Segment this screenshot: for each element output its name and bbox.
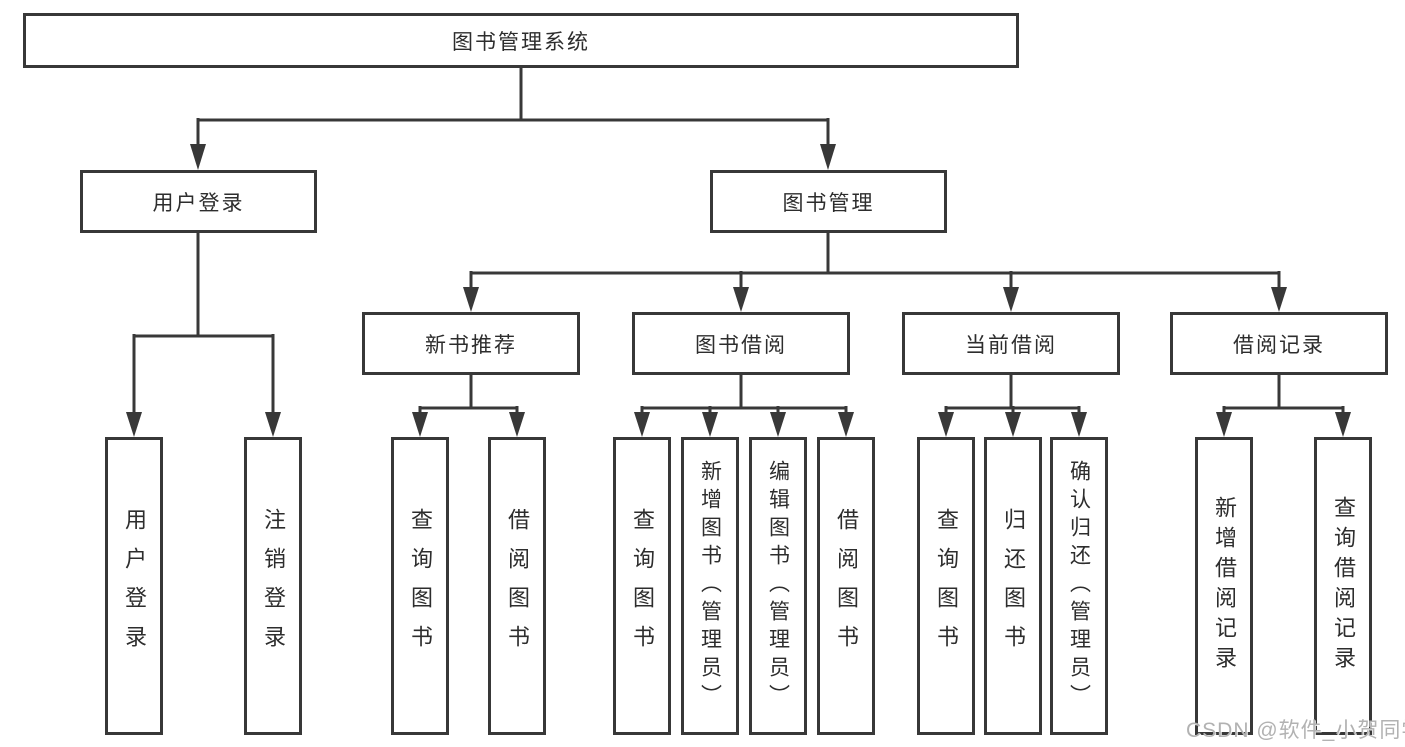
leaf-confirm-return-admin: 确认归还（管理员）: [1050, 437, 1108, 735]
leaf-borrow-books-borrowing: 借阅图书: [817, 437, 875, 735]
leaf-return-books-label: 归还图书: [1001, 508, 1026, 664]
node-user-login: 用户登录: [80, 170, 317, 233]
leaf-add-borrow-record: 新增借阅记录: [1195, 437, 1253, 735]
leaf-edit-books-admin: 编辑图书（管理员）: [749, 437, 807, 735]
leaf-logout-label: 注销登录: [261, 508, 286, 664]
leaf-user-login-label: 用户登录: [122, 508, 147, 664]
arrowheads-records-leaves: [1216, 412, 1351, 437]
node-book-management-label: 图书管理: [782, 191, 875, 215]
connector-bookmgmt-to-level3: [469, 231, 1281, 289]
leaf-query-books-current: 查询图书: [917, 437, 975, 735]
node-current-borrowing: 当前借阅: [902, 312, 1120, 375]
csdn-watermark: CSDN @软件_小贺同学: [1186, 719, 1405, 742]
leaf-confirm-return-admin-label: 确认归还（管理员）: [1067, 460, 1091, 712]
leaf-query-borrow-record: 查询借阅记录: [1314, 437, 1372, 735]
leaf-query-books-borrowing-label: 查询图书: [630, 508, 655, 664]
connector-records-to-leaves: [1222, 373, 1345, 414]
leaf-add-books-admin-label: 新增图书（管理员）: [698, 460, 722, 712]
node-new-book-recommend: 新书推荐: [362, 312, 580, 375]
leaf-return-books: 归还图书: [984, 437, 1042, 735]
leaf-borrow-books-recommend: 借阅图书: [488, 437, 546, 735]
node-book-borrowing-label: 图书借阅: [695, 333, 787, 357]
node-user-login-label: 用户登录: [152, 191, 245, 215]
leaf-query-borrow-record-label: 查询借阅记录: [1331, 496, 1356, 676]
connector-userlogin-to-leaves: [132, 231, 275, 414]
arrowheads-userlogin-leaves: [126, 412, 281, 437]
leaf-query-books-current-label: 查询图书: [934, 508, 959, 664]
arrowheads-current-leaves: [938, 412, 1087, 437]
connector-current-to-leaves: [944, 373, 1081, 414]
leaf-borrow-books-borrowing-label: 借阅图书: [834, 508, 859, 664]
node-new-book-recommend-label: 新书推荐: [425, 333, 517, 357]
connector-root-to-level2: [196, 66, 830, 146]
arrowheads-level2: [190, 144, 836, 170]
leaf-logout: 注销登录: [244, 437, 302, 735]
leaf-edit-books-admin-label: 编辑图书（管理员）: [766, 460, 790, 712]
node-borrowing-records: 借阅记录: [1170, 312, 1388, 375]
leaf-query-books-recommend-label: 查询图书: [408, 508, 433, 664]
node-current-borrowing-label: 当前借阅: [965, 333, 1057, 357]
leaf-query-books-borrowing: 查询图书: [613, 437, 671, 735]
node-book-management: 图书管理: [710, 170, 947, 233]
leaf-add-borrow-record-label: 新增借阅记录: [1212, 496, 1237, 676]
node-borrowing-records-label: 借阅记录: [1233, 333, 1325, 357]
arrowheads-level3: [463, 287, 1287, 312]
connector-borrowing-to-leaves: [640, 373, 848, 414]
node-root-label: 图书管理系统: [452, 30, 590, 54]
leaf-add-books-admin: 新增图书（管理员）: [681, 437, 739, 735]
node-root-system: 图书管理系统: [23, 13, 1019, 68]
node-book-borrowing: 图书借阅: [632, 312, 850, 375]
arrowheads-borrowing-leaves: [634, 412, 854, 437]
connector-newbook-to-leaves: [418, 373, 519, 414]
leaf-borrow-books-recommend-label: 借阅图书: [505, 508, 530, 664]
leaf-query-books-recommend: 查询图书: [391, 437, 449, 735]
arrowheads-newbook-leaves: [412, 412, 525, 437]
leaf-user-login: 用户登录: [105, 437, 163, 735]
